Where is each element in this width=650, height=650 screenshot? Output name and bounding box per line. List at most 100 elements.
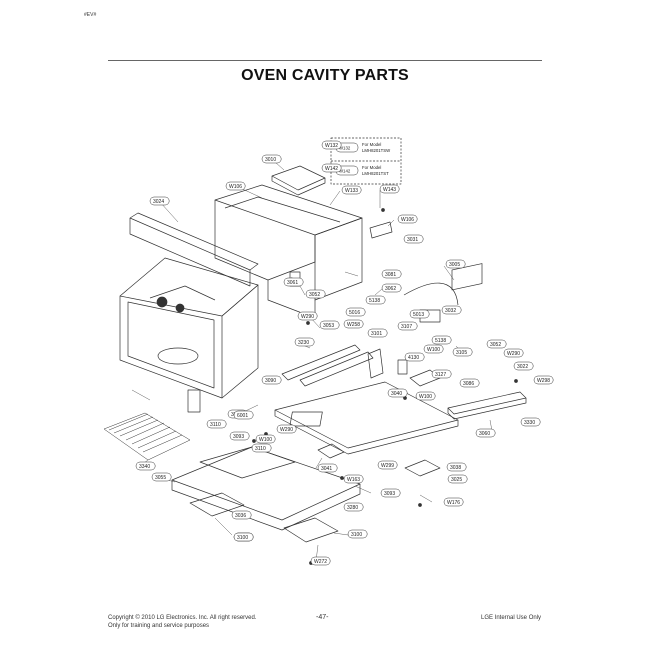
part-label-text: 5138 [435, 338, 446, 344]
part-label: W163 [343, 474, 364, 484]
part-label: 3062 [381, 283, 402, 293]
part-label-text: 3093 [233, 434, 244, 440]
part-label: 4130 [404, 352, 425, 362]
page-title: OVEN CAVITY PARTS [241, 67, 409, 84]
part-label-text: 3081 [385, 272, 396, 278]
part-label: 5138 [431, 335, 452, 345]
leader-lines [131, 161, 493, 562]
part-label: 3031 [403, 234, 424, 244]
part-label-text: 3280 [347, 505, 358, 511]
part-label: 6001 [233, 410, 254, 420]
part-label-text: 3127 [435, 372, 446, 378]
part-label-text: 3330 [524, 420, 535, 426]
part-label-text: W143 [383, 187, 396, 193]
part-label: 3127 [431, 369, 452, 379]
part-label-text: 3038 [450, 465, 461, 471]
part-label-text: W290 [301, 314, 314, 320]
part-label-text: 3024 [153, 199, 164, 205]
part-label-text: W100 [427, 347, 440, 353]
part-label: 3081 [381, 269, 402, 279]
side-rail-part [129, 212, 259, 287]
part-label-text: W298 [537, 378, 550, 384]
header-rule [108, 60, 542, 61]
part-label-text: 3062 [385, 286, 396, 292]
part-label: 3053 [319, 320, 340, 330]
part-label: W290 [276, 424, 297, 434]
part-label-text: 3340 [139, 464, 150, 470]
part-label: 3052 [305, 289, 326, 299]
part-label-text: W106 [401, 217, 414, 223]
model-note-text: For Model [362, 165, 381, 170]
part-label: 3061 [283, 277, 304, 287]
part-label-text: W258 [347, 322, 360, 328]
part-label-text: 3101 [371, 331, 382, 337]
page-marker: #EV# [84, 12, 97, 18]
part-label-text: W272 [314, 559, 327, 565]
part-label-text: 3100 [237, 535, 248, 541]
part-label-text: 3110 [255, 446, 266, 452]
part-label-text: 3107 [401, 324, 412, 330]
part-label: 3060 [475, 428, 496, 438]
part-label: 3110 [251, 443, 272, 453]
part-label-text: W176 [447, 500, 460, 506]
part-label-text: W142 [325, 166, 338, 172]
part-label: 3055 [151, 472, 172, 482]
part-label-text: 3005 [449, 262, 460, 268]
screw-marks [252, 208, 518, 565]
right-rail-part [447, 391, 527, 420]
part-label: 3036 [231, 510, 252, 520]
part-label-text: 5013 [413, 312, 424, 318]
model-note-model: LMH8201TSW [362, 148, 391, 153]
part-label: W142 [321, 163, 342, 173]
part-label: 3010 [261, 154, 282, 164]
part-label: 3032 [441, 305, 462, 315]
part-label-text: W132 [325, 143, 338, 149]
part-label-text: 3055 [155, 475, 166, 481]
part-label: 5013 [409, 309, 430, 319]
part-label-text: 3110 [210, 422, 221, 428]
part-label: 3086 [459, 378, 480, 388]
model-note-model: LMH8201TST [362, 171, 389, 176]
part-label-text: 3032 [445, 308, 456, 314]
page-number: -47- [316, 614, 329, 621]
part-label: W290 [503, 348, 524, 358]
part-label-text: 3031 [407, 237, 418, 243]
part-label-text: 3105 [456, 350, 467, 356]
part-label-text: W299 [381, 463, 394, 469]
part-label: 5016 [345, 307, 366, 317]
part-label: W176 [443, 497, 464, 507]
part-label: 3005 [445, 259, 466, 269]
part-label: 3330 [520, 417, 541, 427]
model-notes: W132 For Model LMH8201TSW W142 For Model… [335, 142, 391, 176]
purpose-text: Only for training and service purposes [108, 623, 210, 629]
part-label: W132 [321, 140, 342, 150]
part-label-text: 3036 [235, 513, 246, 519]
part-label-text: W133 [345, 188, 358, 194]
internal-use-text: LGE Internal Use Only [481, 615, 542, 621]
part-label: 3100 [347, 529, 368, 539]
part-label: 3025 [447, 474, 468, 484]
part-label-text: 3010 [265, 157, 276, 163]
copyright-text: Copyright © 2010 LG Electronics. Inc. Al… [108, 615, 257, 621]
part-label-text: 4130 [408, 355, 419, 361]
part-label: W298 [533, 375, 554, 385]
part-label-text: W290 [280, 427, 293, 433]
part-label: 3090 [261, 375, 282, 385]
part-label: 3280 [343, 502, 364, 512]
part-label: 3105 [452, 347, 473, 357]
model-note-box [330, 137, 402, 185]
part-label: W143 [379, 184, 400, 194]
part-label: 3101 [367, 328, 388, 338]
part-label: W106 [225, 181, 246, 191]
part-label: 3052 [486, 339, 507, 349]
part-label: W299 [377, 460, 398, 470]
part-label: 3041 [317, 463, 338, 473]
part-label-text: 3090 [265, 378, 276, 384]
part-label-text: 3230 [298, 340, 309, 346]
part-label: 3038 [446, 462, 467, 472]
model-note-code: W132 [339, 146, 351, 151]
part-label: 3230 [294, 337, 315, 347]
part-label: W100 [423, 344, 444, 354]
part-label-text: W100 [259, 437, 272, 443]
